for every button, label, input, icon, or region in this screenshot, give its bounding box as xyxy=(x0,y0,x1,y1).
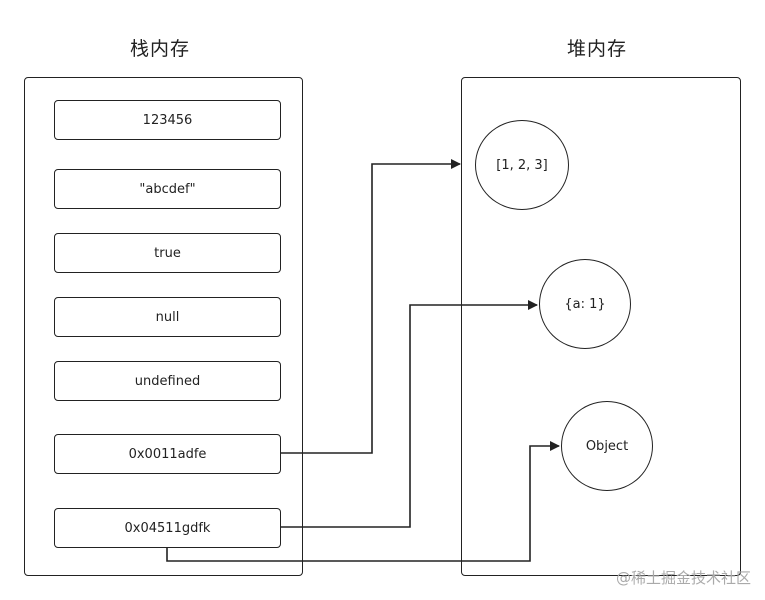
heap-memory-title: 堆内存 xyxy=(567,38,628,60)
watermark: @稀土掘金技术社区 xyxy=(615,569,751,587)
arrow-pointer-2-to-object xyxy=(166,441,560,562)
heap-object-node: Object xyxy=(561,401,653,491)
stack-cell-number: 123456 xyxy=(54,100,281,140)
stack-cell-boolean: true xyxy=(54,233,281,273)
stack-cell-pointer-2: 0x04511gdfk xyxy=(54,508,281,548)
stack-cell-pointer-1: 0x0011adfe xyxy=(54,434,281,474)
arrow-pointer-1-to-array xyxy=(281,159,461,454)
arrow-pointer-2-to-obj-a xyxy=(281,300,538,528)
heap-array-node: [1, 2, 3] xyxy=(475,120,569,210)
heap-object-a-node: {a: 1} xyxy=(539,259,631,349)
stack-memory-title: 栈内存 xyxy=(130,38,191,60)
stack-cell-null: null xyxy=(54,297,281,337)
stack-cell-string: "abcdef" xyxy=(54,169,281,209)
stack-cell-undefined: undefined xyxy=(54,361,281,401)
